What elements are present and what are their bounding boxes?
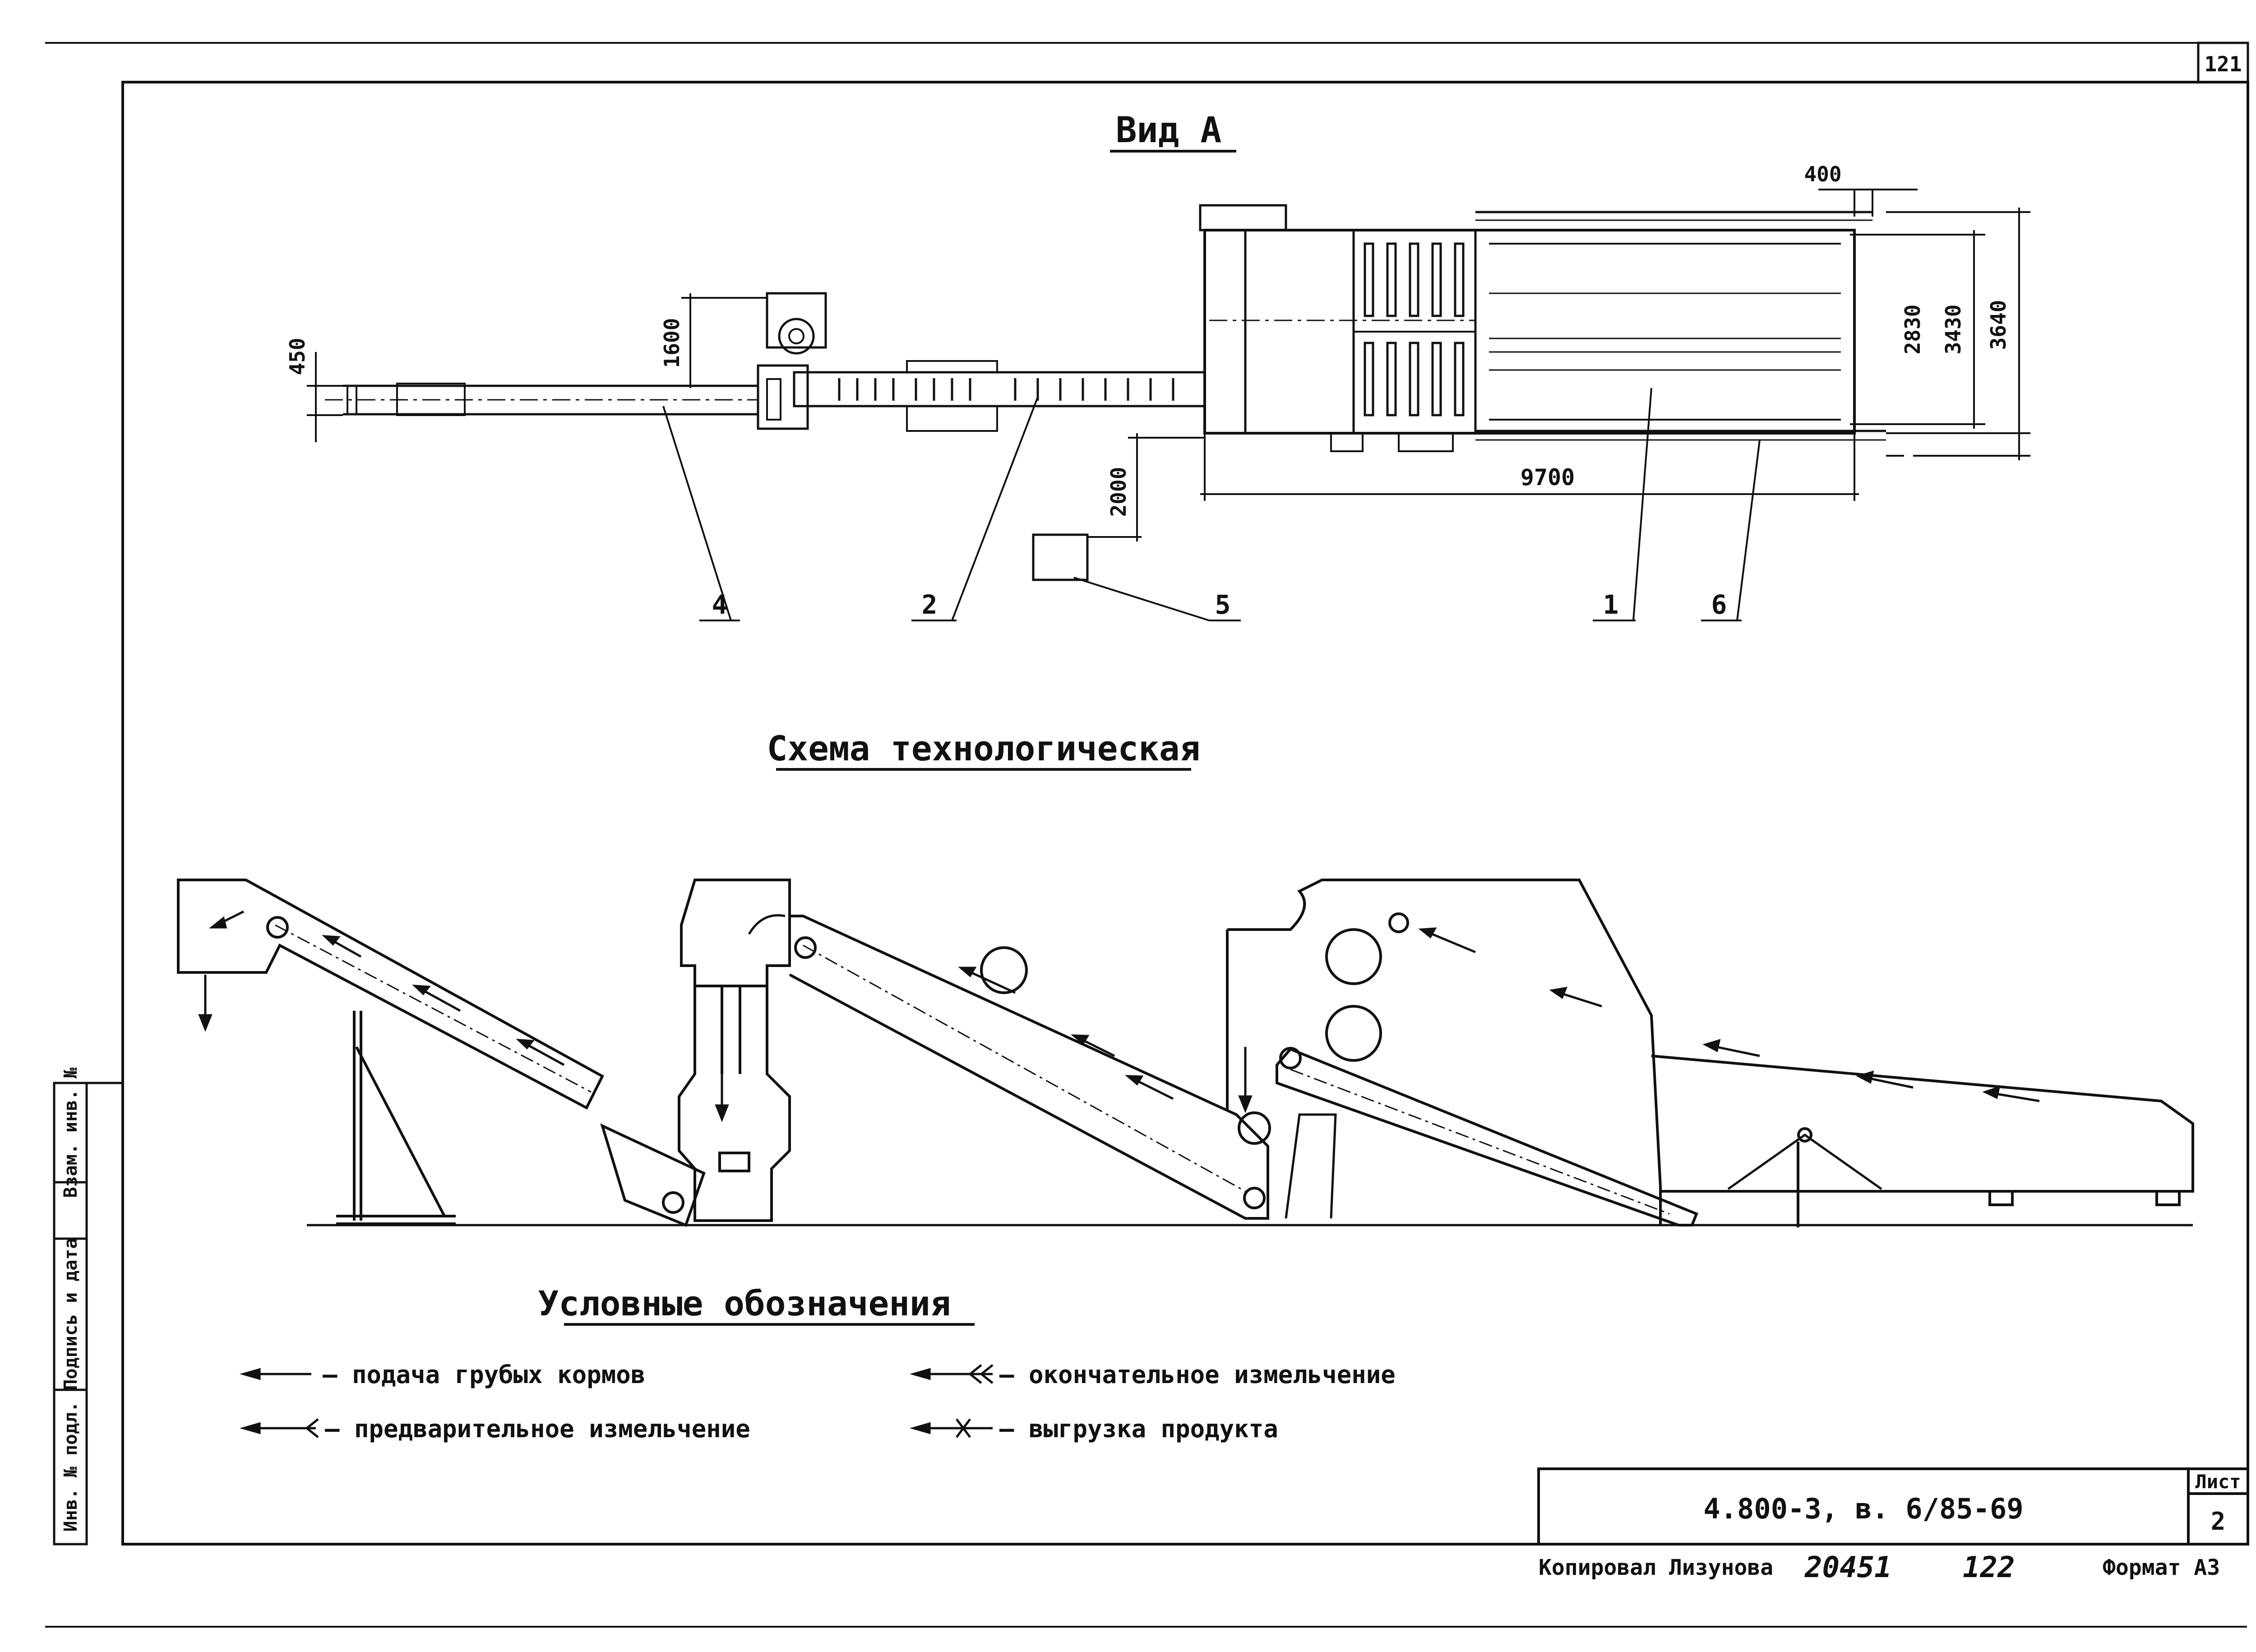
page-number: 121 bbox=[2204, 52, 2242, 76]
legend-text-feed: – подача грубых кормов bbox=[323, 1360, 645, 1389]
dim-2830: 2830 bbox=[1900, 305, 1925, 355]
side-registration-strip bbox=[53, 1082, 123, 1546]
callout-6: 6 bbox=[1711, 589, 1727, 620]
dim-400: 400 bbox=[1804, 162, 1841, 186]
legend-symbol-feed bbox=[239, 1368, 311, 1380]
side-label-signature-date: Подпись и дата bbox=[60, 1238, 81, 1390]
legend-title: Условные обозначения bbox=[538, 1283, 951, 1323]
side-label-inv-subl: Инв. № подл. bbox=[60, 1402, 81, 1532]
callout-4: 4 bbox=[712, 589, 728, 620]
legend-symbol-pre-chopping bbox=[239, 1418, 319, 1438]
legend-item-feed: – подача грубых кормов bbox=[239, 1360, 645, 1389]
callout-1: 1 bbox=[1603, 589, 1619, 620]
conveyor-slats bbox=[838, 378, 1174, 401]
drawing-frame bbox=[121, 81, 2249, 1546]
legend-symbol-final-chopping bbox=[909, 1364, 994, 1384]
dim-3640: 3640 bbox=[1986, 300, 2011, 350]
scheme-title: Схема технологическая bbox=[767, 728, 1201, 768]
callout-2: 2 bbox=[922, 589, 938, 620]
footer-copied: Копировал Лизунова bbox=[1539, 1555, 1773, 1580]
callout-5: 5 bbox=[1215, 589, 1231, 620]
process-scheme bbox=[177, 879, 2194, 1227]
legend-item-pre-chopping: – предварительное измельчение bbox=[239, 1415, 750, 1443]
view-title: Вид А bbox=[1116, 110, 1222, 151]
grate-slots bbox=[1364, 242, 1465, 416]
legend-symbol-unloading bbox=[909, 1418, 993, 1438]
callout-leaders bbox=[662, 388, 1761, 621]
dimensions bbox=[307, 189, 2030, 541]
legend-text-final-chopping: – окончательное измельчение bbox=[999, 1360, 1396, 1389]
flow-arrows bbox=[198, 910, 2040, 1122]
page-number-box bbox=[2197, 42, 2249, 83]
title-stamp bbox=[1537, 1467, 2249, 1546]
legend-item-final-chopping: – окончательное измельчение bbox=[909, 1360, 1396, 1389]
legend-text-unloading: – выгрузка продукта bbox=[999, 1415, 1278, 1443]
footer-format: Формат А3 bbox=[2103, 1555, 2220, 1580]
side-label-replace-inv: Взам. инв. № bbox=[60, 1068, 81, 1198]
legend-item-unloading: – выгрузка продукта bbox=[909, 1415, 1278, 1443]
dim-450: 450 bbox=[285, 338, 310, 375]
footer-number-1: 20451 bbox=[1804, 1551, 1892, 1584]
dim-2000: 2000 bbox=[1106, 467, 1131, 517]
stamp-sheet-label: Лист bbox=[2195, 1471, 2241, 1493]
dim-3430: 3430 bbox=[1941, 305, 1965, 355]
legend-text-pre-chopping: – предварительное измельчение bbox=[325, 1415, 750, 1443]
plan-view bbox=[325, 204, 1886, 581]
footer-number-2: 122 bbox=[1963, 1551, 2015, 1584]
stamp-code: 4.800-3, в. 6/85-69 bbox=[1703, 1492, 2023, 1525]
dim-9700: 9700 bbox=[1521, 464, 1575, 491]
stamp-sheet-number: 2 bbox=[2211, 1507, 2226, 1536]
dim-1600: 1600 bbox=[660, 318, 684, 368]
